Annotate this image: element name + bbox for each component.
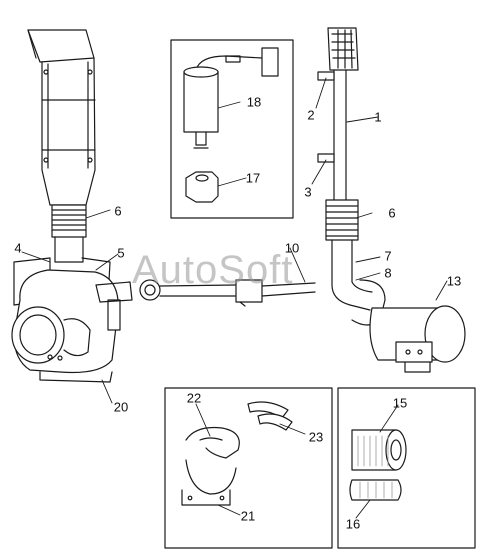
callout-17: 17 bbox=[245, 170, 261, 186]
left-intake-tower bbox=[27, 29, 96, 206]
callout-3: 3 bbox=[304, 184, 312, 200]
right-standpipe bbox=[317, 27, 359, 201]
callout-15: 15 bbox=[392, 395, 408, 411]
leader-lines bbox=[21, 77, 448, 519]
crossover-tube bbox=[159, 279, 316, 307]
callout-7: 7 bbox=[384, 248, 392, 264]
inset-sensor-box bbox=[170, 39, 294, 219]
callout-8: 8 bbox=[384, 265, 392, 281]
left-hose-6 bbox=[51, 204, 87, 263]
inset-filter-box bbox=[337, 387, 476, 549]
callout-20: 20 bbox=[113, 399, 129, 415]
right-hose-6 bbox=[325, 199, 359, 241]
callout-6-left: 6 bbox=[114, 203, 122, 219]
left-air-cleaner bbox=[11, 257, 161, 383]
callout-13: 13 bbox=[446, 273, 462, 289]
callout-6-right: 6 bbox=[388, 205, 396, 221]
callout-4: 4 bbox=[14, 240, 22, 256]
callout-22: 22 bbox=[186, 390, 202, 406]
callout-5: 5 bbox=[117, 245, 125, 261]
inset-clamp-box bbox=[164, 387, 333, 549]
callout-10: 10 bbox=[284, 240, 300, 256]
callout-16: 16 bbox=[345, 516, 361, 532]
callout-23: 23 bbox=[308, 429, 324, 445]
callout-18: 18 bbox=[246, 94, 262, 110]
callout-2: 2 bbox=[307, 107, 315, 123]
callout-1: 1 bbox=[374, 109, 382, 125]
callout-21: 21 bbox=[240, 508, 256, 524]
right-air-cleaner bbox=[331, 239, 466, 373]
